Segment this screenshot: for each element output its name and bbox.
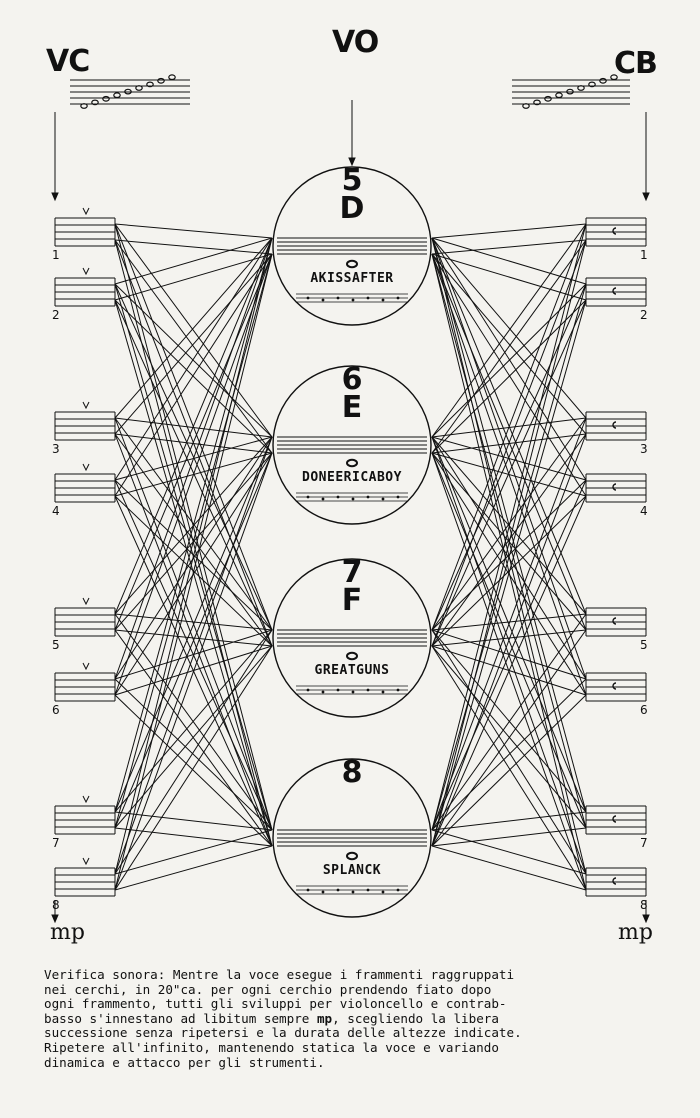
cb-label: CB — [614, 46, 658, 81]
circle-fragment-2 — [272, 365, 432, 525]
range-staves — [70, 74, 630, 109]
circle-word-4: SPLANCK — [322, 863, 382, 878]
staves-group — [54, 207, 647, 897]
vc-staff-number-1: 1 — [52, 248, 60, 262]
vo-label: VO — [332, 25, 379, 60]
cb-staff-6 — [585, 672, 647, 702]
cb-staff-3 — [585, 411, 647, 441]
circle-letter-1: D — [339, 191, 365, 226]
vc-staff-number-3: 3 — [52, 442, 60, 456]
cb-staff-number-8: 8 — [640, 898, 648, 912]
cb-staff-number-6: 6 — [640, 703, 648, 717]
vc-staff-3 — [54, 401, 116, 441]
cb-staff-number-3: 3 — [640, 442, 648, 456]
vc-staff-8 — [54, 857, 116, 897]
cb-staff-8 — [585, 867, 647, 897]
circle-letter-2: E — [341, 390, 363, 425]
note-line-6: Ripetere all'infinito, mantenendo static… — [44, 1039, 499, 1055]
cb-staff-1 — [585, 217, 647, 247]
vc-label: VC — [46, 44, 90, 79]
vc-staff-1 — [54, 207, 116, 247]
vo-arrow — [348, 100, 356, 167]
cb-staff-number-1: 1 — [640, 248, 648, 262]
vc-staff-2 — [54, 267, 116, 307]
circle-number-2: 6 — [341, 362, 363, 397]
cb-arrow — [642, 112, 650, 202]
mp-right-label: mp — [618, 920, 653, 945]
cb-staff-4 — [585, 473, 647, 503]
note-line-2: nei cerchi, in 20"ca. per ogni cerchio p… — [44, 981, 492, 997]
vc-staff-number-8: 8 — [52, 898, 60, 912]
circles-group — [272, 166, 432, 918]
circle-fragment-4 — [272, 758, 432, 918]
note-line-7: dinamica e attacco per gli strumenti. — [44, 1054, 325, 1070]
vc-staff-number-6: 6 — [52, 703, 60, 717]
vc-staff-7 — [54, 795, 116, 835]
cb-out-arrow — [642, 900, 650, 924]
circle-number-4: 8 — [341, 755, 363, 790]
vc-out-arrow — [51, 900, 59, 924]
circle-number-3: 7 — [341, 555, 363, 590]
note-line-1: Verifica sonora: Mentre la voce esegue i… — [44, 967, 515, 982]
mp-left-label: mp — [50, 920, 85, 945]
cb-staff-5 — [585, 607, 647, 637]
vc-staff-number-5: 5 — [52, 638, 60, 652]
vc-staff-number-7: 7 — [52, 836, 60, 850]
vc-range-staff — [70, 74, 190, 109]
vc-staff-4 — [54, 463, 116, 503]
note-line-4c: , scegliendo la libera — [332, 1010, 499, 1026]
performance-note: Verifica sonora: Mentre la voce esegue i… — [44, 967, 694, 1070]
cb-staff-7 — [585, 805, 647, 835]
connection-lines — [114, 223, 587, 891]
note-line-4a: basso s'innestano ad libitum sempre — [44, 1010, 317, 1026]
vc-staff-5 — [54, 597, 116, 637]
circle-number-1: 5 — [341, 163, 363, 198]
arrows-group — [51, 100, 650, 924]
cb-staff-number-5: 5 — [640, 638, 648, 652]
circle-word-3: GREATGUNS — [314, 663, 390, 678]
cb-staff-number-7: 7 — [640, 836, 648, 850]
circle-word-2: DONEERICABOY — [302, 470, 402, 485]
note-line-3: ogni frammento, tutti gli sviluppi per v… — [44, 996, 507, 1012]
circle-letter-3: F — [341, 583, 363, 618]
note-line-4b: mp — [316, 1010, 333, 1026]
circle-fragment-1 — [272, 166, 432, 326]
vc-staff-number-2: 2 — [52, 308, 60, 322]
cb-range-staff — [512, 74, 630, 109]
vc-arrow — [51, 112, 59, 202]
cb-staff-number-4: 4 — [640, 504, 648, 518]
note-line-5: successione senza ripetersi e la durata … — [44, 1025, 522, 1041]
circle-fragment-3 — [272, 558, 432, 718]
vc-staff-number-4: 4 — [52, 504, 60, 518]
cb-staff-2 — [585, 277, 647, 307]
vc-staff-6 — [54, 662, 116, 702]
circle-word-1: AKISSAFTER — [310, 271, 394, 286]
cb-staff-number-2: 2 — [640, 308, 648, 322]
